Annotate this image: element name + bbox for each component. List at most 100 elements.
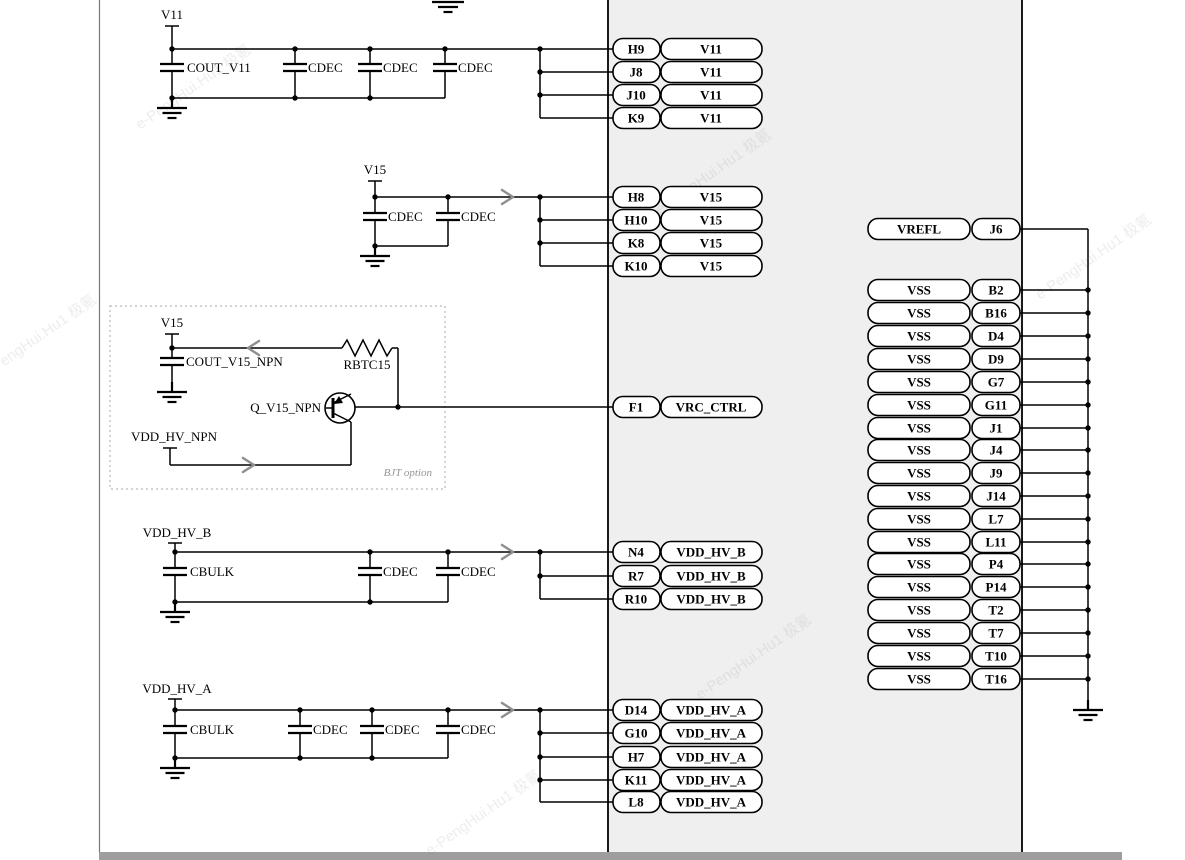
pin-number: J10: [626, 88, 646, 103]
offsheet-arrow-icon: [500, 188, 515, 206]
rbtc15-label: RBTC15: [344, 357, 391, 372]
pin-row[interactable]: VSS G7: [867, 370, 1021, 394]
pin-row[interactable]: VSS T16: [867, 667, 1021, 691]
pin-row[interactable]: H8 V15: [612, 185, 763, 209]
pin-row[interactable]: J8 V11: [612, 60, 763, 84]
capacitor-cout-v15-npn[interactable]: COUT_V15_NPN: [160, 348, 283, 382]
watermark-text: e-PengHui.Hu1 极氪: [0, 291, 99, 383]
pin-row[interactable]: VSS J14: [867, 484, 1021, 508]
emitter-arrow-icon: [334, 396, 343, 404]
pin-net: V11: [700, 111, 722, 126]
pin-row[interactable]: G10 VDD_HV_A: [612, 721, 763, 745]
resistor-rbtc15[interactable]: RBTC15: [341, 338, 393, 372]
capacitor-cdec[interactable]: CDEC: [433, 49, 493, 98]
pin-number: H8: [628, 190, 645, 205]
capacitor-cdec[interactable]: CDEC: [436, 197, 496, 246]
capacitor-cdec[interactable]: CDEC: [283, 49, 343, 98]
pin-row[interactable]: VSS L7: [867, 507, 1021, 531]
capacitor-cdec[interactable]: CDEC: [288, 710, 348, 758]
pin-row[interactable]: L8 VDD_HV_A: [612, 790, 763, 814]
pin-net: V11: [700, 65, 722, 80]
pin-row[interactable]: H7 VDD_HV_A: [612, 745, 763, 769]
cdec-label: CDEC: [461, 209, 496, 224]
pin-row[interactable]: K8 V15: [612, 231, 763, 255]
cdec-label: CDEC: [458, 60, 493, 75]
pin-row[interactable]: VSS G11: [867, 393, 1021, 417]
pin-row[interactable]: VSS P4: [867, 552, 1021, 576]
pin-net: VDD_HV_A: [676, 703, 747, 718]
pin-row[interactable]: R10 VDD_HV_B: [612, 587, 763, 611]
pin-row[interactable]: K10 V15: [612, 254, 763, 278]
pin-number: R10: [625, 592, 647, 607]
pin-net: VSS: [907, 672, 931, 687]
vdd-hv-a-power-flag[interactable]: VDD_HV_A: [142, 681, 212, 710]
capacitor-cdec[interactable]: CDEC: [360, 710, 420, 758]
pin-number: L8: [628, 795, 644, 810]
pin-row[interactable]: VSS D9: [867, 347, 1021, 371]
pin-number: B2: [988, 283, 1003, 298]
junction-dot: [395, 404, 401, 410]
v11-flag-label: V11: [161, 7, 183, 22]
v15-wires: [375, 196, 613, 267]
capacitor-cbulk[interactable]: CBULK: [163, 552, 235, 602]
capacitor-cout-v11[interactable]: COUT_V11: [160, 49, 251, 98]
vdd-hv-npn-power-flag[interactable]: VDD_HV_NPN: [131, 429, 218, 465]
pin-row[interactable]: VREFL J6: [867, 217, 1021, 241]
v11-power-flag[interactable]: V11: [161, 7, 183, 49]
pin-row[interactable]: N4 VDD_HV_B: [612, 540, 763, 564]
cdec-label: CDEC: [308, 60, 343, 75]
cdec-label: CDEC: [388, 209, 423, 224]
ground-symbol: [157, 382, 187, 404]
pin-number: T16: [985, 672, 1007, 687]
pin-net: V15: [700, 190, 723, 205]
capacitor-cdec[interactable]: CDEC: [363, 197, 423, 246]
pin-net: VSS: [907, 306, 931, 321]
transistor-q-v15-npn[interactable]: Q_V15_NPN: [250, 392, 356, 424]
pin-row[interactable]: H10 V15: [612, 208, 763, 232]
pin-number: K9: [628, 111, 645, 126]
pin-row[interactable]: VSS T7: [867, 621, 1021, 645]
vdd-hv-a-flag-label: VDD_HV_A: [142, 681, 212, 696]
pin-net: V11: [700, 42, 722, 57]
pin-number: T10: [985, 649, 1007, 664]
capacitor-cdec[interactable]: CDEC: [358, 49, 418, 98]
pin-row[interactable]: K9 V11: [612, 106, 763, 130]
pin-row[interactable]: VSS B16: [867, 301, 1021, 325]
capacitor-cdec[interactable]: CDEC: [436, 710, 496, 758]
pin-row[interactable]: J10 V11: [612, 83, 763, 107]
pin-row[interactable]: VSS J9: [867, 461, 1021, 485]
v11-section: V11 COUT_V11 CDEC: [157, 7, 613, 120]
pin-number: F1: [629, 400, 643, 415]
pin-net: VSS: [907, 557, 931, 572]
vdd-hv-b-power-flag[interactable]: VDD_HV_B: [143, 525, 212, 552]
cdec-label: CDEC: [385, 722, 420, 737]
v15-power-flag[interactable]: V15: [161, 315, 183, 348]
pin-row[interactable]: F1 VRC_CTRL: [612, 395, 763, 419]
pin-row[interactable]: VSS D4: [867, 324, 1021, 348]
cdec-label: CDEC: [461, 722, 496, 737]
pin-row[interactable]: VSS J1: [867, 416, 1021, 440]
pin-row[interactable]: R7 VDD_HV_B: [612, 564, 763, 588]
pin-row[interactable]: H9 V11: [612, 37, 763, 61]
cdec-label: CDEC: [313, 722, 348, 737]
pin-row[interactable]: K11 VDD_HV_A: [612, 768, 763, 792]
pin-row[interactable]: VSS L11: [867, 530, 1021, 554]
vss-bus-wires: [1020, 228, 1089, 700]
pin-row[interactable]: VSS T10: [867, 644, 1021, 668]
pin-number: G10: [624, 726, 647, 741]
cdec-label: CDEC: [383, 60, 418, 75]
pin-net: VSS: [907, 443, 931, 458]
capacitor-cdec[interactable]: CDEC: [358, 552, 418, 602]
pin-row[interactable]: VSS J4: [867, 438, 1021, 462]
cdec-label: CDEC: [383, 564, 418, 579]
pin-row[interactable]: VSS B2: [867, 278, 1021, 302]
pin-number: T7: [988, 626, 1004, 641]
bjt-option-box: [109, 305, 446, 490]
capacitor-cbulk[interactable]: CBULK: [163, 710, 235, 758]
v15-power-flag[interactable]: V15: [364, 162, 386, 197]
pin-row[interactable]: VSS P14: [867, 575, 1021, 599]
capacitor-cdec[interactable]: CDEC: [436, 552, 496, 602]
pin-row[interactable]: D14 VDD_HV_A: [612, 698, 763, 722]
pin-net: VDD_HV_B: [676, 569, 746, 584]
pin-row[interactable]: VSS T2: [867, 598, 1021, 622]
